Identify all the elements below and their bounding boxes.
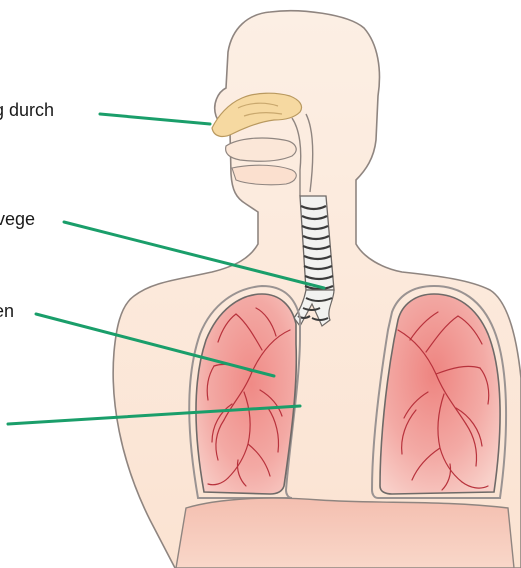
right-lung bbox=[380, 294, 500, 494]
tongue bbox=[232, 165, 296, 185]
callout-label-nose: g durch bbox=[0, 100, 54, 120]
callout-label-lungs: en bbox=[0, 301, 14, 321]
oral-cavity bbox=[226, 138, 297, 161]
diaphragm bbox=[176, 498, 514, 568]
leader-line-nose bbox=[100, 114, 210, 124]
callout-label-airways: vege bbox=[0, 209, 35, 229]
